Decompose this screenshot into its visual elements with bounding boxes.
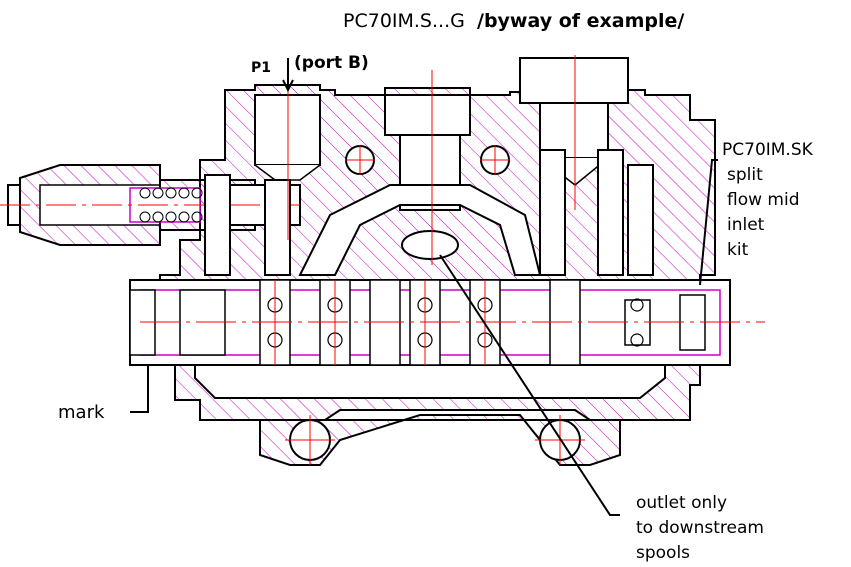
label-kit-code: PC70IM.SK — [722, 140, 814, 160]
label-kit-line1: split — [727, 165, 763, 185]
label-mark: mark — [58, 402, 105, 423]
title-code: PC70IM.S...G — [343, 10, 465, 32]
label-kit-line3: inlet — [727, 215, 765, 235]
label-kit-line4: kit — [727, 240, 749, 260]
label-port-b: (port B) — [294, 53, 369, 73]
spool-bore — [129, 279, 765, 366]
valve-body-lower — [259, 414, 621, 466]
title-note: /byway of example/ — [477, 10, 684, 32]
label-outlet-line1: outlet only — [636, 493, 727, 513]
label-p1: P1 — [251, 60, 271, 76]
label-outlet-line3: spools — [636, 543, 690, 563]
internal-channels — [194, 145, 666, 399]
label-outlet-line2: to downstream — [636, 518, 764, 538]
label-kit-line2: flow mid — [727, 190, 800, 210]
top-ports — [254, 57, 629, 211]
leaders — [130, 58, 718, 516]
